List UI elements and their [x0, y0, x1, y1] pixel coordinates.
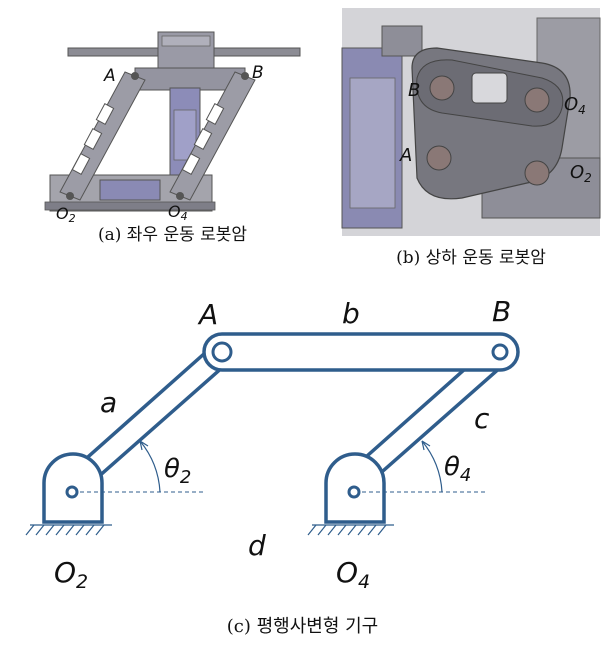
pin-o4: [524, 87, 550, 113]
label-a: A: [399, 145, 412, 166]
pin-a: [131, 72, 139, 80]
label-link-b: b: [342, 297, 360, 330]
pin-o4: [176, 192, 184, 200]
label-o2: O2: [570, 162, 592, 185]
pin-b: [429, 75, 455, 101]
right-link: [169, 71, 256, 201]
label-b: B: [408, 80, 420, 101]
link-b: [202, 332, 520, 372]
label-a: A: [103, 66, 116, 86]
caption-b: (b) 상하 운동 로봇암: [396, 248, 546, 268]
label-o4: O4: [336, 556, 370, 593]
panel-c-parallelogram-mechanism: A B b a c d θ2 θ4 O2 O4: [0, 285, 605, 605]
label-theta4: θ4: [444, 452, 471, 486]
label-b-joint: B: [492, 295, 511, 328]
label-theta2: θ2: [164, 454, 191, 488]
pin-o2: [66, 192, 74, 200]
label-o4: O4: [168, 202, 188, 223]
pin-o4: [347, 485, 361, 499]
ground-hatch-o2: [25, 524, 112, 536]
label-link-d: d: [248, 529, 266, 562]
pin-a: [211, 341, 233, 363]
pin-a: [426, 145, 452, 171]
panel-b-vertical-robot-arm: B A O4 O2: [341, 8, 601, 236]
panel-a-lateral-robot-arm: A B O2 O4: [40, 10, 305, 225]
base-actuator: [99, 179, 161, 201]
caption-a: (a) 좌우 운동 로봇암: [97, 225, 248, 245]
mechanism-diagram: A B b a c d θ2 θ4 O2 O4: [25, 295, 520, 593]
ground-hatch-o4: [307, 524, 394, 536]
label-link-c: c: [474, 402, 490, 435]
label-o2: O2: [56, 204, 76, 225]
pin-o2: [65, 485, 79, 499]
pin-b: [241, 72, 249, 80]
label-link-a: a: [100, 386, 117, 419]
pin-o2: [524, 160, 550, 186]
label-a-joint: A: [197, 298, 218, 331]
pin-b: [491, 343, 509, 361]
caption-c: (c) 평행사변형 기구: [226, 616, 379, 637]
angle-arc-theta4: [421, 440, 443, 493]
panel-a-render: A B O2 O4: [44, 31, 301, 225]
angle-arc-theta2: [139, 440, 161, 493]
label-o2: O2: [54, 556, 88, 593]
label-o4: O4: [564, 94, 586, 117]
panel-b-render: B A O4 O2: [341, 8, 601, 236]
label-b: B: [252, 63, 264, 83]
